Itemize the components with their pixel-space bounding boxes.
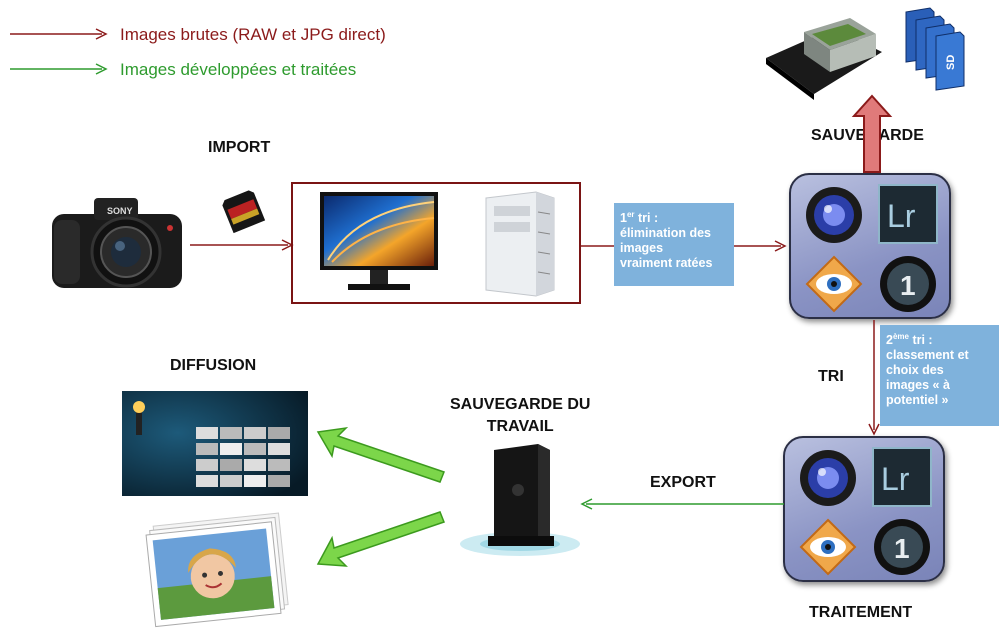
note1-line1: tri : (634, 211, 659, 226)
capture-one-icon-2: 1 (874, 519, 930, 575)
arrow-to-web (316, 426, 445, 483)
label-tri: TRI (818, 368, 844, 385)
note2-sup: ème (892, 332, 909, 341)
pc-tower-icon (485, 191, 555, 297)
note-second-sort: 2ème tri : classement et choix des image… (880, 325, 999, 426)
arrow-export (580, 498, 784, 510)
sd-cards-stack-icon: SD (905, 7, 965, 91)
external-hdd-icon (460, 444, 580, 556)
lightroom-icon-2: Lr (872, 447, 932, 507)
monitor-icon (320, 192, 438, 290)
legend-raw-arrow (10, 28, 108, 40)
sd-cards-label: SD (945, 55, 957, 70)
note1-line3: images (620, 241, 664, 256)
arrow-camera-to-computer (190, 239, 294, 251)
lightroom-icon: Lr (878, 184, 938, 244)
note2-line5: potentiel » (886, 393, 949, 408)
lightroom-text-2: Lr (881, 461, 910, 497)
camera-icon: SONY (52, 198, 182, 288)
printed-photos-icon (145, 512, 289, 628)
legend-processed-arrow (10, 63, 108, 75)
label-diffusion: DIFFUSION (170, 357, 257, 374)
sd-card-icon (222, 190, 266, 234)
label-sauvegarde-travail: SAUVEGARDE DU TRAVAIL (450, 394, 590, 438)
note2-line3: choix des (886, 363, 944, 378)
capture-one-text: 1 (900, 270, 916, 301)
computer-box (291, 182, 581, 304)
viewer-eye-icon (805, 255, 863, 313)
note1-line2: élimination des (620, 226, 711, 241)
note2-line4: images « à (886, 378, 950, 393)
camera-brand-text: SONY (107, 206, 133, 216)
note-first-sort: 1er tri : élimination des images vraimen… (614, 203, 734, 286)
note1-sup: er (626, 210, 635, 219)
capture-one-icon: 1 (880, 256, 936, 312)
label-export: EXPORT (650, 474, 716, 491)
capture-one-text-2: 1 (894, 533, 910, 564)
label-traitement: TRAITEMENT (809, 604, 913, 621)
arrow-to-prints (316, 511, 445, 567)
software-box-sort: Lr 1 (789, 173, 951, 319)
hdd-dock-icon (766, 18, 882, 100)
lightroom-text: Lr (887, 198, 916, 234)
web-gallery-icon (122, 391, 308, 496)
label-import: IMPORT (208, 139, 271, 156)
dxo-lens-icon-2 (800, 450, 856, 506)
label-sauvegarde-travail-line2: TRAVAIL (486, 418, 554, 435)
arrow-backup-up (851, 94, 893, 173)
note2-num: 2 (886, 333, 893, 348)
legend-processed-label: Images développées et traitées (120, 60, 357, 79)
note1-line4: vraiment ratées (620, 256, 713, 271)
note2-line2: classement et (886, 348, 969, 363)
arrow-sort-to-processing (868, 320, 880, 436)
viewer-eye-icon-2 (799, 518, 857, 576)
dxo-lens-icon (806, 187, 862, 243)
note2-line1: tri : (908, 333, 933, 348)
software-box-processing: Lr 1 (783, 436, 945, 582)
label-sauvegarde-travail-line1: SAUVEGARDE DU (450, 396, 591, 413)
legend-raw-label: Images brutes (RAW et JPG direct) (120, 25, 386, 44)
note1-num: 1 (620, 211, 627, 226)
